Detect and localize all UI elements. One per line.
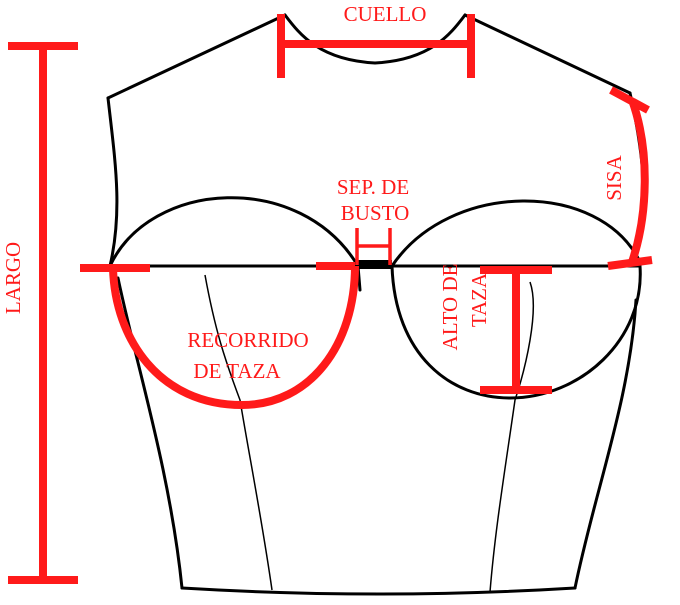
- panel-seam-left: [204, 274, 273, 591]
- cup-upper-right: [390, 199, 642, 268]
- label-cuello: CUELLO: [344, 2, 427, 26]
- labels: CUELLO SEP. DE BUSTO SISA LARGO RECORRID…: [1, 2, 626, 383]
- neckline-curve: [283, 13, 467, 65]
- panel-seam-right: [489, 281, 535, 593]
- recorrido-de-taza-measure: [80, 262, 359, 409]
- label-alto-de-taza-line1: ALTO DE: [438, 264, 462, 351]
- sep-de-busto-measure: [355, 228, 392, 265]
- cup-upper-left: [108, 196, 360, 268]
- label-recorrido-de-taza-line2: DE TAZA: [193, 359, 281, 383]
- label-sep-de-busto-line1: SEP. DE: [337, 175, 409, 199]
- measurement-markers: [8, 14, 653, 584]
- label-sep-de-busto-line2: BUSTO: [341, 201, 409, 225]
- side-seam-left-lower: [116, 276, 184, 590]
- side-seam-left-upper: [106, 96, 119, 268]
- hem-line: [180, 586, 577, 596]
- sisa-measure: [607, 86, 653, 270]
- shoulder-line-left: [106, 13, 287, 100]
- shoulder-line-right: [463, 13, 632, 95]
- label-alto-de-taza-line2: TAZA: [467, 272, 491, 327]
- alto-de-taza-measure: [480, 266, 552, 394]
- cuello-measure: [277, 14, 475, 78]
- label-sisa: SISA: [602, 154, 626, 200]
- center-gore-mark: [358, 260, 392, 269]
- side-seam-right-lower: [573, 298, 638, 590]
- bodice-outline: [106, 13, 645, 596]
- label-recorrido-de-taza-line1: RECORRIDO: [187, 328, 308, 352]
- cup-lower-right: [390, 264, 642, 400]
- largo-measure: [8, 42, 78, 584]
- label-largo: LARGO: [1, 242, 25, 314]
